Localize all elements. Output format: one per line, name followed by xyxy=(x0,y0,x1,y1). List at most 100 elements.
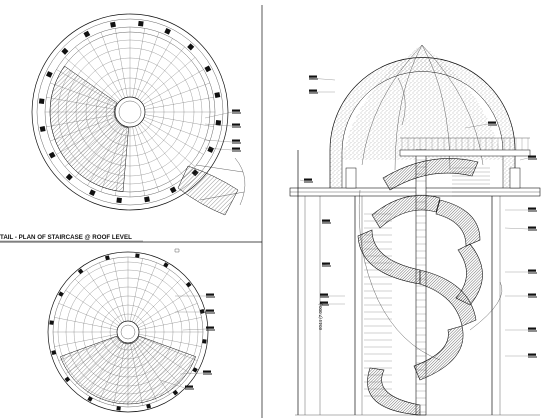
column-block xyxy=(192,367,198,373)
leader-line xyxy=(299,179,305,182)
column-block xyxy=(39,126,46,132)
column-block xyxy=(116,406,121,411)
plan-top-tags xyxy=(204,109,241,152)
tread-spoke xyxy=(134,269,170,323)
tread-spoke xyxy=(137,290,191,326)
tread-spoke xyxy=(75,46,121,101)
spiral-stringer-band xyxy=(357,229,421,285)
tread-spoke xyxy=(137,124,173,186)
plan-roof-level xyxy=(31,13,246,216)
column-block xyxy=(77,268,84,275)
plan-outer-ring xyxy=(31,13,229,211)
tread-spoke xyxy=(100,32,125,98)
tread-spoke xyxy=(132,28,145,98)
column-block xyxy=(138,20,144,27)
leader-tag-block xyxy=(232,109,240,112)
column-block xyxy=(215,120,222,126)
spiral-stringer-band xyxy=(419,269,477,327)
column-block xyxy=(89,189,96,196)
tread-spoke xyxy=(135,32,160,98)
tread-spoke xyxy=(130,258,143,322)
leader-line xyxy=(519,157,529,161)
parapet-right xyxy=(509,167,521,189)
column-block xyxy=(51,350,57,356)
column-block xyxy=(144,196,150,203)
column-block xyxy=(204,65,212,73)
leader-tag-block xyxy=(488,121,496,124)
column-block xyxy=(164,28,171,35)
vertical-dimension-label: 6044 (7.000 ) xyxy=(318,303,323,330)
leader-tag-block xyxy=(232,147,240,150)
column-block xyxy=(163,262,169,268)
leader-tag-block xyxy=(528,210,537,212)
leader-tag-block xyxy=(320,301,328,304)
leader-tag-block xyxy=(232,126,241,128)
leader-tag-block xyxy=(528,353,536,356)
leader-tag-block xyxy=(528,226,536,229)
drawing-title: TAIL - PLAN OF STAIRCASE @ ROOF LEVEL xyxy=(0,234,132,241)
leader-tag-block xyxy=(322,219,330,222)
tread-spoke xyxy=(139,123,185,178)
lower-central-newel xyxy=(116,320,140,344)
column-block xyxy=(116,197,122,204)
leader-line xyxy=(182,328,207,331)
leader-tag-block xyxy=(232,139,240,142)
section-marker xyxy=(174,248,180,253)
spiral-stair xyxy=(357,158,503,416)
tread-spoke xyxy=(99,262,124,322)
column-block xyxy=(169,186,177,194)
leader-tag-block xyxy=(232,112,241,114)
leader-tag-block xyxy=(528,330,537,332)
column-block xyxy=(87,396,93,402)
leader-tag-block xyxy=(232,150,241,152)
tread-spoke xyxy=(137,38,173,100)
dome-opening-edge xyxy=(397,77,406,126)
tread-spoke xyxy=(54,317,118,330)
leader-tag-block xyxy=(528,158,537,160)
leader-line xyxy=(308,77,336,81)
leader-tag-block xyxy=(528,207,536,210)
tread-spoke xyxy=(138,334,202,347)
leader-line xyxy=(464,123,489,129)
upper-deck-railing xyxy=(400,137,530,150)
leader-tag-block xyxy=(528,327,536,330)
leader-line xyxy=(204,111,233,119)
leader-line xyxy=(204,139,233,143)
plan-outer-ring-inner-line xyxy=(36,18,224,206)
tread-spoke xyxy=(144,97,214,110)
leader-tag-block xyxy=(232,123,240,126)
leader-line xyxy=(504,227,529,230)
column-block xyxy=(207,146,214,153)
tread-spoke xyxy=(54,334,118,347)
leader-tag-block xyxy=(322,265,331,267)
spiral-handrail-line xyxy=(358,189,441,361)
landing-extension xyxy=(177,165,239,216)
tread-spoke xyxy=(74,278,121,325)
tread-spoke xyxy=(138,317,202,330)
tread-spoke xyxy=(138,303,198,328)
spiral-stringer-band xyxy=(382,158,479,191)
leader-tag-block xyxy=(309,75,317,78)
leader-tag-block xyxy=(309,78,318,80)
lower-central-newel-inner xyxy=(120,324,136,340)
column-block xyxy=(199,308,205,314)
leader-tag-block xyxy=(309,92,318,94)
column-block xyxy=(65,173,73,181)
leader-tag-block xyxy=(309,89,317,92)
stair-flight-hatch xyxy=(49,65,129,192)
spiral-outer-rail xyxy=(469,281,503,331)
leader-tag-block xyxy=(206,329,215,331)
spiral-stringer-band xyxy=(371,195,441,229)
section-elevation: 6044 (7.000 ) xyxy=(289,44,541,416)
column-block xyxy=(61,47,69,55)
leader-tag-block xyxy=(528,269,536,272)
tread-spoke xyxy=(142,69,204,105)
leader-tag-block xyxy=(320,304,329,306)
dome-texture-fill xyxy=(342,45,503,160)
tread-spoke xyxy=(58,303,118,328)
column-block xyxy=(38,98,45,104)
column-block xyxy=(172,389,179,396)
leader-tag-block xyxy=(528,356,537,358)
column-block xyxy=(135,253,140,258)
